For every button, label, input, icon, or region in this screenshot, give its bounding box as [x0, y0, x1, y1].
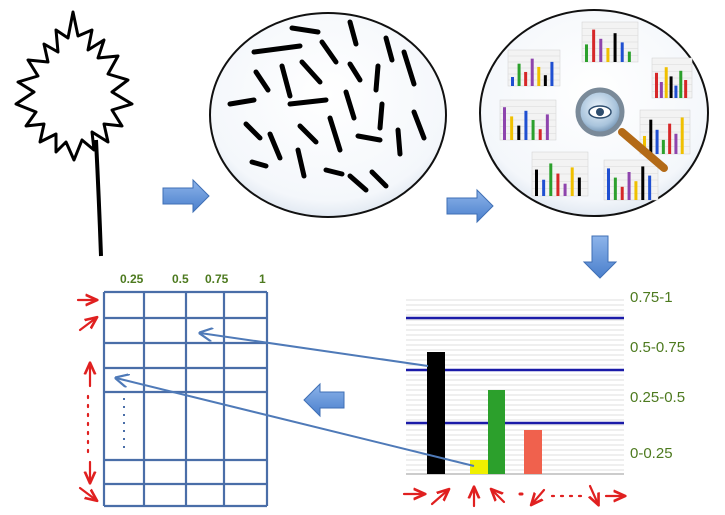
histogram-bar-red: [524, 430, 542, 474]
red-arrow: [78, 318, 96, 332]
mini-histogram-bar: [684, 80, 688, 98]
mini-histogram-bar: [585, 44, 588, 62]
flow-arrows: [162, 178, 618, 418]
mini-histogram-bar: [517, 125, 521, 140]
flow-arrow-icon: [582, 235, 618, 279]
band-label: 0.75-1: [630, 289, 673, 306]
mini-histogram-bar: [679, 70, 683, 98]
mini-histogram-bar: [655, 129, 659, 154]
mini-histogram-bar: [535, 169, 538, 196]
mini-histogram-bar: [680, 117, 684, 154]
mini-histogram-bar: [543, 75, 547, 86]
red-ordering-arrows: [76, 300, 624, 506]
histograms-bubble: [479, 9, 709, 217]
mini-histogram-bar: [592, 29, 596, 63]
mini-histogram-bar: [563, 183, 567, 196]
final-histogram: 0.75-1 0.5-0.75 0.25-0.5 0-0.25: [406, 289, 685, 475]
mini-histogram-bar: [659, 82, 663, 98]
mini-histogram-bar: [550, 61, 554, 86]
connector-arrow: [116, 378, 475, 467]
eye-icon: [588, 105, 612, 119]
magnifying-glass-icon: [575, 87, 668, 172]
mini-histogram-bar: [674, 133, 678, 154]
mini-histogram-bar: [606, 48, 610, 62]
mini-histogram-bar: [530, 58, 534, 86]
mini-histogram-bar: [641, 166, 645, 200]
red-arrow: [78, 486, 96, 500]
mini-histogram-bar: [549, 163, 553, 196]
mini-histogram-bar: [613, 177, 617, 200]
histogram-bar-green: [488, 390, 505, 474]
mini-histogram-bar: [664, 67, 668, 98]
red-arrow: [590, 484, 598, 504]
mini-histogram-bar: [511, 77, 514, 86]
mini-histogram-bar: [607, 168, 610, 200]
maple-leaf-outline-icon: [14, 10, 134, 257]
mini-histogram-bar: [545, 114, 549, 140]
segmented-particles-bubble: [209, 12, 447, 218]
grid-lines: [102, 290, 269, 508]
mapping-connectors: [116, 333, 475, 467]
red-arrow: [430, 490, 448, 506]
histogram-bar-black: [427, 352, 445, 474]
mini-histogram-bar: [613, 33, 617, 62]
mini-histogram-bar: [556, 173, 560, 196]
mini-histogram-bar: [620, 42, 624, 62]
connector-arrow: [200, 333, 429, 367]
band-label: 0.5-0.75: [630, 339, 685, 356]
grid-column-label: 0.25: [120, 272, 144, 286]
mini-histogram-bar: [531, 120, 535, 140]
histogram-bar-yellow: [470, 460, 488, 474]
mini-histogram-bar: [542, 179, 546, 196]
mini-histogram-bar: [577, 177, 581, 196]
mini-histogram-bar: [524, 71, 528, 86]
flow-arrow-icon: [162, 178, 210, 214]
mini-histogram-bar: [510, 116, 514, 140]
mini-histogram-bar: [627, 51, 631, 62]
mini-histogram-bar: [517, 63, 521, 86]
mini-histogram-bar: [538, 129, 542, 140]
band-label: 0.25-0.5: [630, 389, 685, 406]
mini-histogram-bar: [627, 172, 631, 200]
particle-blobs: [227, 19, 427, 193]
mini-histogram-bar: [599, 38, 603, 62]
mini-histogram-bar: [503, 107, 506, 140]
grid-column-label: 1: [259, 272, 266, 286]
mini-histogram-bar: [643, 135, 646, 154]
band-label: 0-0.25: [630, 445, 673, 462]
grid-column-label: 0.5: [172, 272, 189, 286]
mini-histogram-bar: [649, 119, 653, 154]
mini-histogram-bar: [655, 72, 658, 98]
red-arrow: [532, 488, 546, 504]
flow-arrow-icon: [303, 382, 345, 418]
mini-histogram-bar: [570, 167, 574, 196]
mini-histograms: [499, 21, 693, 201]
mini-histogram-bar: [668, 123, 672, 154]
flow-arrow-icon: [446, 188, 494, 224]
mini-histogram-bar: [634, 181, 638, 200]
mini-histogram-bar: [669, 76, 673, 98]
mini-histogram-bar: [674, 85, 678, 98]
mini-histogram-bar: [524, 110, 528, 140]
mini-histogram-bar: [648, 175, 652, 200]
grid-column-label: 0.75: [205, 272, 229, 286]
red-arrow: [492, 490, 506, 504]
mini-histogram-bar: [661, 139, 665, 154]
feature-grid: 0.25 0.5 0.75 1: [102, 272, 269, 508]
mini-histogram-bar: [620, 186, 624, 200]
mini-histogram-bar: [537, 66, 541, 86]
